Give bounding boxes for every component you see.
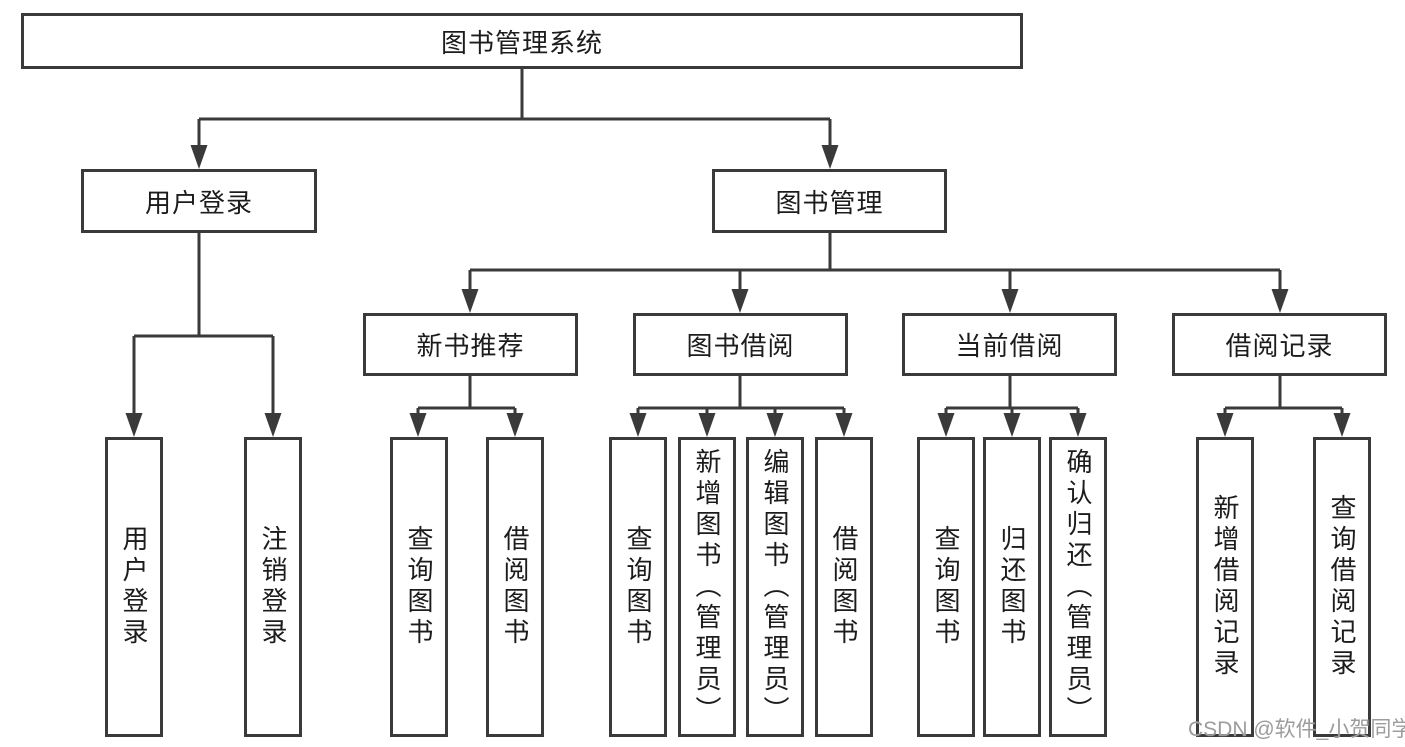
node-label: 注销登录	[258, 525, 288, 649]
node-edit-books-admin: 编辑图书（管理员）	[746, 437, 804, 737]
node-label: 图书管理	[775, 187, 884, 218]
node-query-books-recommend: 查询图书	[390, 437, 448, 737]
node-book-borrowing: 图书借阅	[633, 313, 848, 376]
node-label: 归还图书	[997, 525, 1027, 649]
node-label: 新增借阅记录	[1210, 494, 1240, 680]
node-label: 编辑图书（管理员）	[760, 447, 790, 727]
node-logout-leaf: 注销登录	[244, 437, 302, 737]
node-label: 新增图书（管理员）	[692, 447, 722, 727]
node-borrowing-records: 借阅记录	[1172, 313, 1387, 376]
node-label: 图书管理系统	[440, 27, 603, 58]
node-label: 查询图书	[404, 525, 434, 649]
node-label: 借阅图书	[829, 525, 859, 649]
node-label: 借阅记录	[1225, 331, 1334, 361]
node-label: 新书推荐	[416, 331, 525, 361]
node-query-borrow-record: 查询借阅记录	[1313, 437, 1371, 737]
node-borrow-books-leaf: 借阅图书	[815, 437, 873, 737]
node-label: 查询图书	[623, 525, 653, 649]
node-query-books-current: 查询图书	[917, 437, 975, 737]
node-label: 图书借阅	[686, 331, 795, 361]
node-add-books-admin: 新增图书（管理员）	[678, 437, 736, 737]
node-current-borrowing: 当前借阅	[902, 313, 1117, 376]
node-book-management-branch: 图书管理	[712, 169, 947, 233]
node-user-login-branch: 用户登录	[81, 169, 317, 233]
node-confirm-return-admin: 确认归还（管理员）	[1049, 437, 1107, 737]
node-label: 当前借阅	[955, 331, 1064, 361]
node-query-books-borrow: 查询图书	[609, 437, 667, 737]
node-label: 用户登录	[144, 187, 253, 218]
node-label: 查询图书	[931, 525, 961, 649]
node-library-management-system: 图书管理系统	[21, 13, 1023, 69]
node-add-borrow-record: 新增借阅记录	[1196, 437, 1254, 737]
node-user-login-leaf: 用户登录	[105, 437, 163, 737]
csdn-watermark: CSDN @软件_小贺同学	[1188, 718, 1405, 741]
node-new-book-recommendation: 新书推荐	[363, 313, 578, 376]
node-label: 查询借阅记录	[1327, 494, 1357, 680]
node-label: 确认归还（管理员）	[1063, 447, 1093, 727]
node-label: 用户登录	[119, 525, 149, 649]
node-return-books: 归还图书	[983, 437, 1041, 737]
node-borrow-books-recommend: 借阅图书	[486, 437, 544, 737]
node-label: 借阅图书	[500, 525, 530, 649]
